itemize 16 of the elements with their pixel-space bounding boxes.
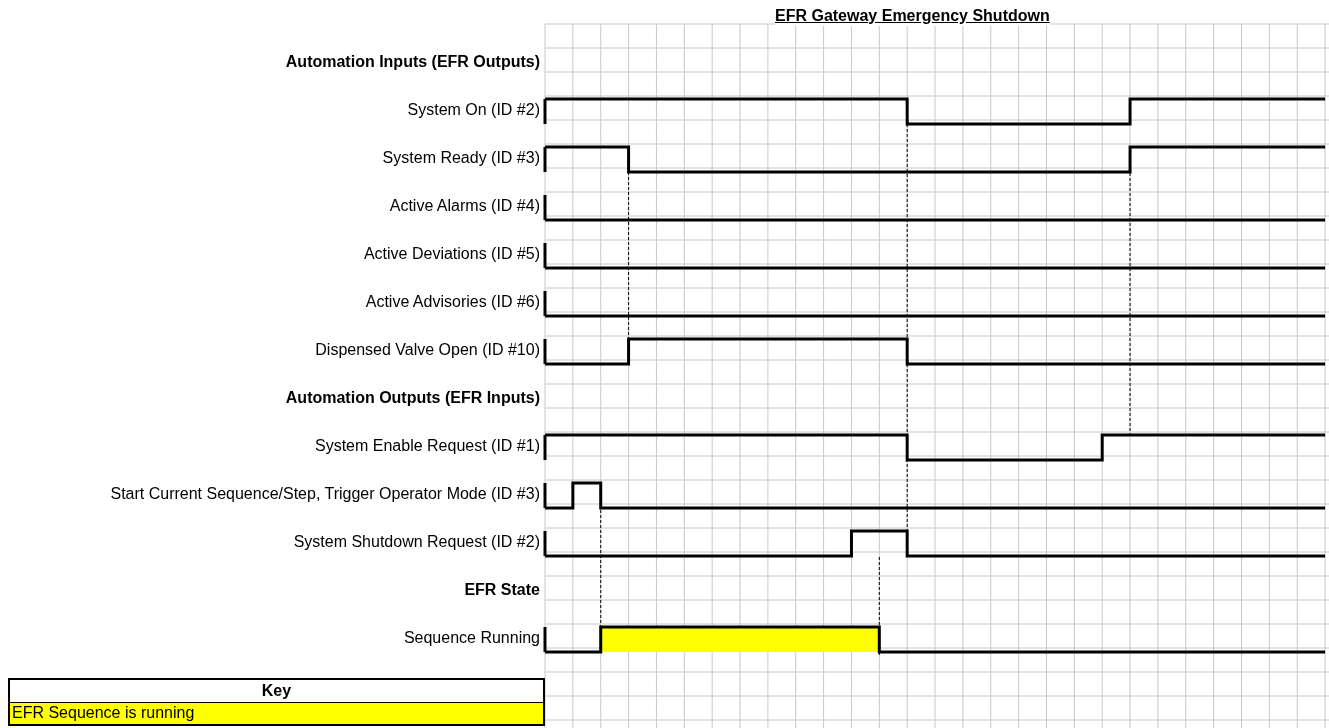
section-heading: Automation Inputs (EFR Outputs) <box>285 52 540 72</box>
signal-name: Dispensed Valve Open (ID #10) <box>315 340 540 360</box>
signal-name: Active Alarms (ID #4) <box>389 196 540 216</box>
signal-name: System Enable Request (ID #1) <box>315 436 540 456</box>
section-heading: EFR State <box>464 580 540 600</box>
diagram-title: EFR Gateway Emergency Shutdown <box>775 6 1050 26</box>
key-heading: Key <box>8 678 545 703</box>
signal-name: Active Deviations (ID #5) <box>363 244 540 264</box>
signal-name: Active Advisories (ID #6) <box>365 292 540 312</box>
signal-name: Start Current Sequence/Step, Trigger Operator Mode (ID #3) <box>110 484 540 504</box>
signal-name: System Ready (ID #3) <box>382 148 540 168</box>
signal-name: System On (ID #2) <box>407 100 540 120</box>
section-heading: Automation Outputs (EFR Inputs) <box>285 388 540 408</box>
legend-text: EFR Sequence is running <box>12 703 195 723</box>
signal-name: System Shutdown Request (ID #2) <box>293 532 540 552</box>
signal-name: Sequence Running <box>403 628 540 648</box>
